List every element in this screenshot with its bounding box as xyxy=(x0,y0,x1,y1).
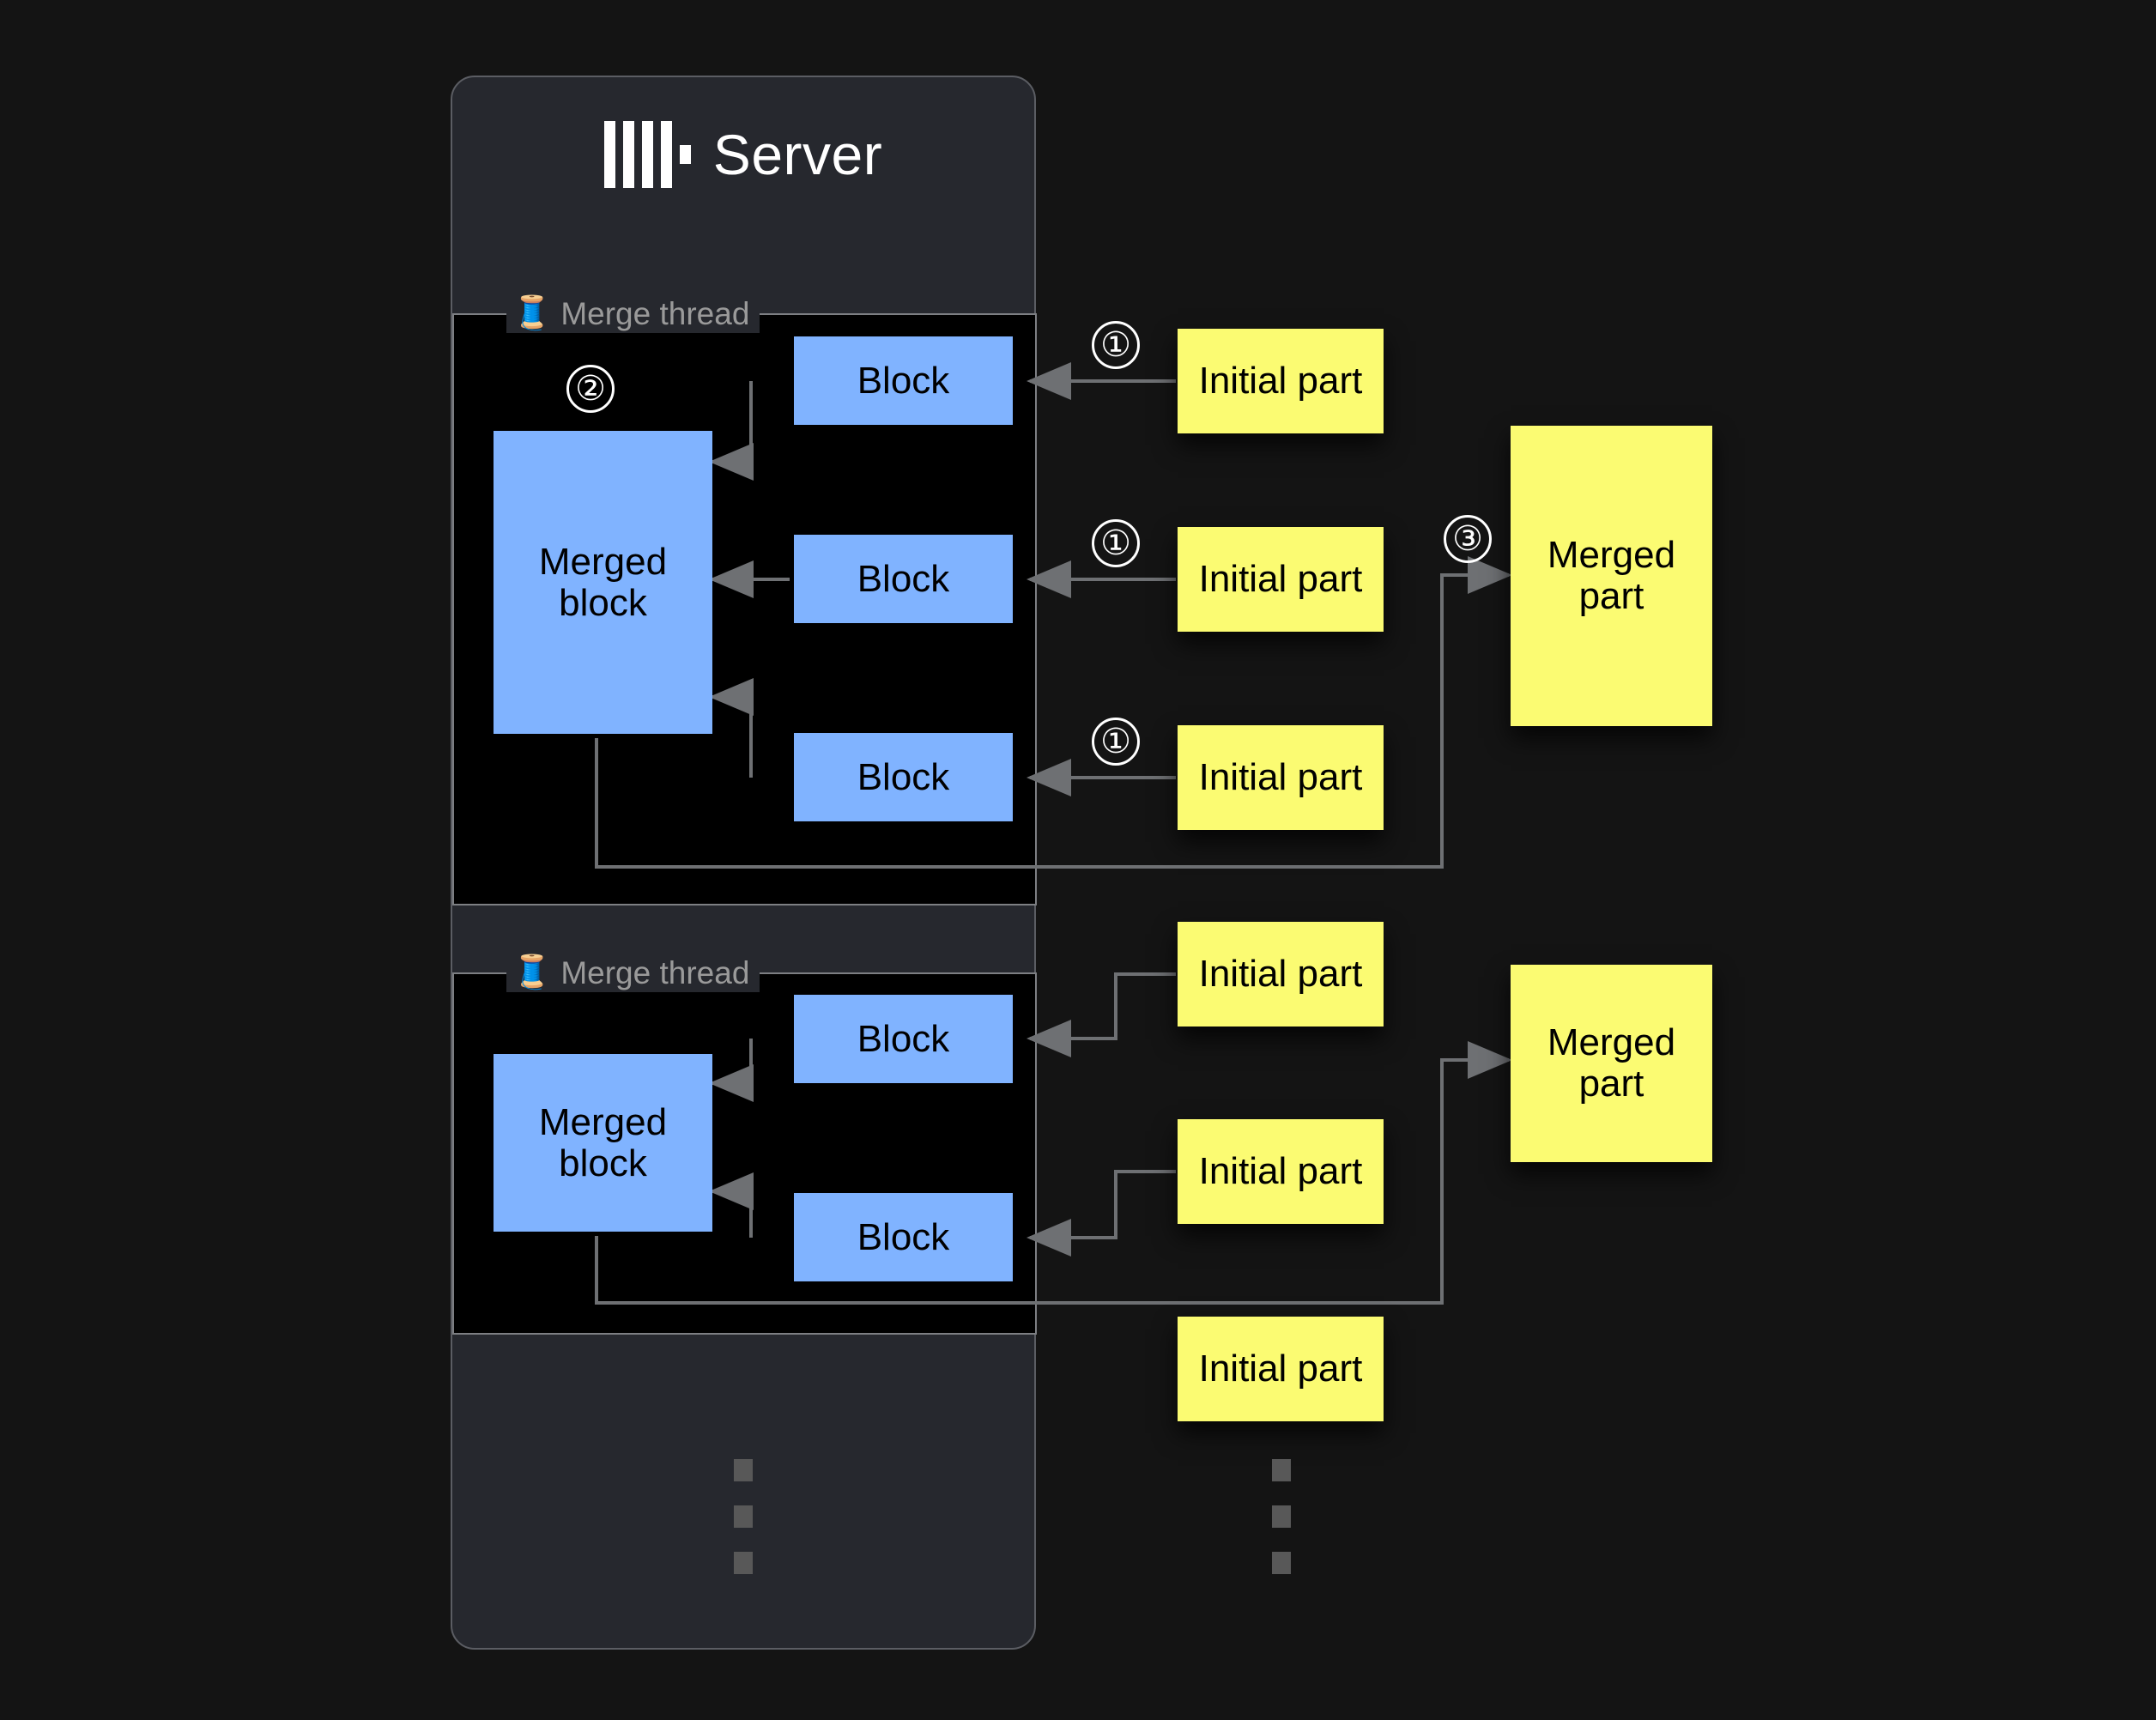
step-marker-1-a: ① xyxy=(1092,321,1140,369)
initial-part-1-1: Initial part xyxy=(1178,329,1384,433)
initial-part-label: Initial part xyxy=(1198,1348,1363,1390)
initial-part-2-3: Initial part xyxy=(1178,1317,1384,1421)
initial-part-label: Initial part xyxy=(1198,558,1363,601)
merged-part-label: Merged part xyxy=(1547,1021,1676,1105)
initial-part-label: Initial part xyxy=(1198,953,1363,996)
server-title: Server xyxy=(712,123,883,186)
block-1-1: Block xyxy=(794,336,1013,425)
initial-part-label: Initial part xyxy=(1198,1150,1363,1193)
block-label: Block xyxy=(857,359,950,402)
merge-thread-label: Merge thread xyxy=(560,954,750,990)
block-label: Block xyxy=(857,557,950,600)
server-header: Server xyxy=(451,107,1036,202)
clickhouse-logo-icon xyxy=(603,121,691,188)
step-marker-label: ① xyxy=(1100,326,1131,364)
block-label: Block xyxy=(857,1017,950,1060)
block-label: Block xyxy=(857,1215,950,1258)
parts-ellipsis xyxy=(1272,1459,1291,1574)
block-1-2: Block xyxy=(794,535,1013,623)
ellipsis-dot xyxy=(1272,1552,1291,1574)
ellipsis-dot xyxy=(734,1552,753,1574)
merged-block-label: Merged block xyxy=(538,540,668,624)
initial-part-2-1: Initial part xyxy=(1178,922,1384,1027)
merge-thread-legend-1: 🧵 Merge thread xyxy=(506,294,760,333)
block-1-3: Block xyxy=(794,733,1013,821)
initial-part-label: Initial part xyxy=(1198,756,1363,799)
ellipsis-dot xyxy=(734,1505,753,1528)
merged-part-label: Merged part xyxy=(1547,534,1676,617)
step-marker-label: ③ xyxy=(1452,520,1483,558)
thread-spool-emoji: 🧵 xyxy=(512,295,553,331)
initial-part-2-2: Initial part xyxy=(1178,1119,1384,1224)
step-marker-label: ① xyxy=(1100,524,1131,562)
step-marker-1-b: ① xyxy=(1092,519,1140,567)
step-marker-label: ① xyxy=(1100,723,1131,760)
merge-thread-legend-2: 🧵 Merge thread xyxy=(506,953,760,992)
block-label: Block xyxy=(857,755,950,798)
block-2-1: Block xyxy=(794,995,1013,1083)
ellipsis-dot xyxy=(734,1459,753,1481)
step-marker-2: ② xyxy=(566,365,615,413)
initial-part-label: Initial part xyxy=(1198,360,1363,403)
ellipsis-dot xyxy=(1272,1505,1291,1528)
merged-part-1: Merged part xyxy=(1511,426,1712,726)
merge-thread-label: Merge thread xyxy=(560,295,750,331)
merged-part-2: Merged part xyxy=(1511,965,1712,1162)
merged-block-1: Merged block xyxy=(494,431,712,734)
initial-part-1-3: Initial part xyxy=(1178,725,1384,830)
merged-block-label: Merged block xyxy=(538,1100,668,1184)
server-ellipsis xyxy=(734,1459,753,1574)
merged-block-2: Merged block xyxy=(494,1054,712,1232)
step-marker-1-c: ① xyxy=(1092,718,1140,766)
thread-spool-emoji: 🧵 xyxy=(512,954,553,990)
step-marker-3: ③ xyxy=(1444,515,1492,563)
step-marker-label: ② xyxy=(575,370,606,408)
block-2-2: Block xyxy=(794,1193,1013,1281)
initial-part-1-2: Initial part xyxy=(1178,527,1384,632)
ellipsis-dot xyxy=(1272,1459,1291,1481)
